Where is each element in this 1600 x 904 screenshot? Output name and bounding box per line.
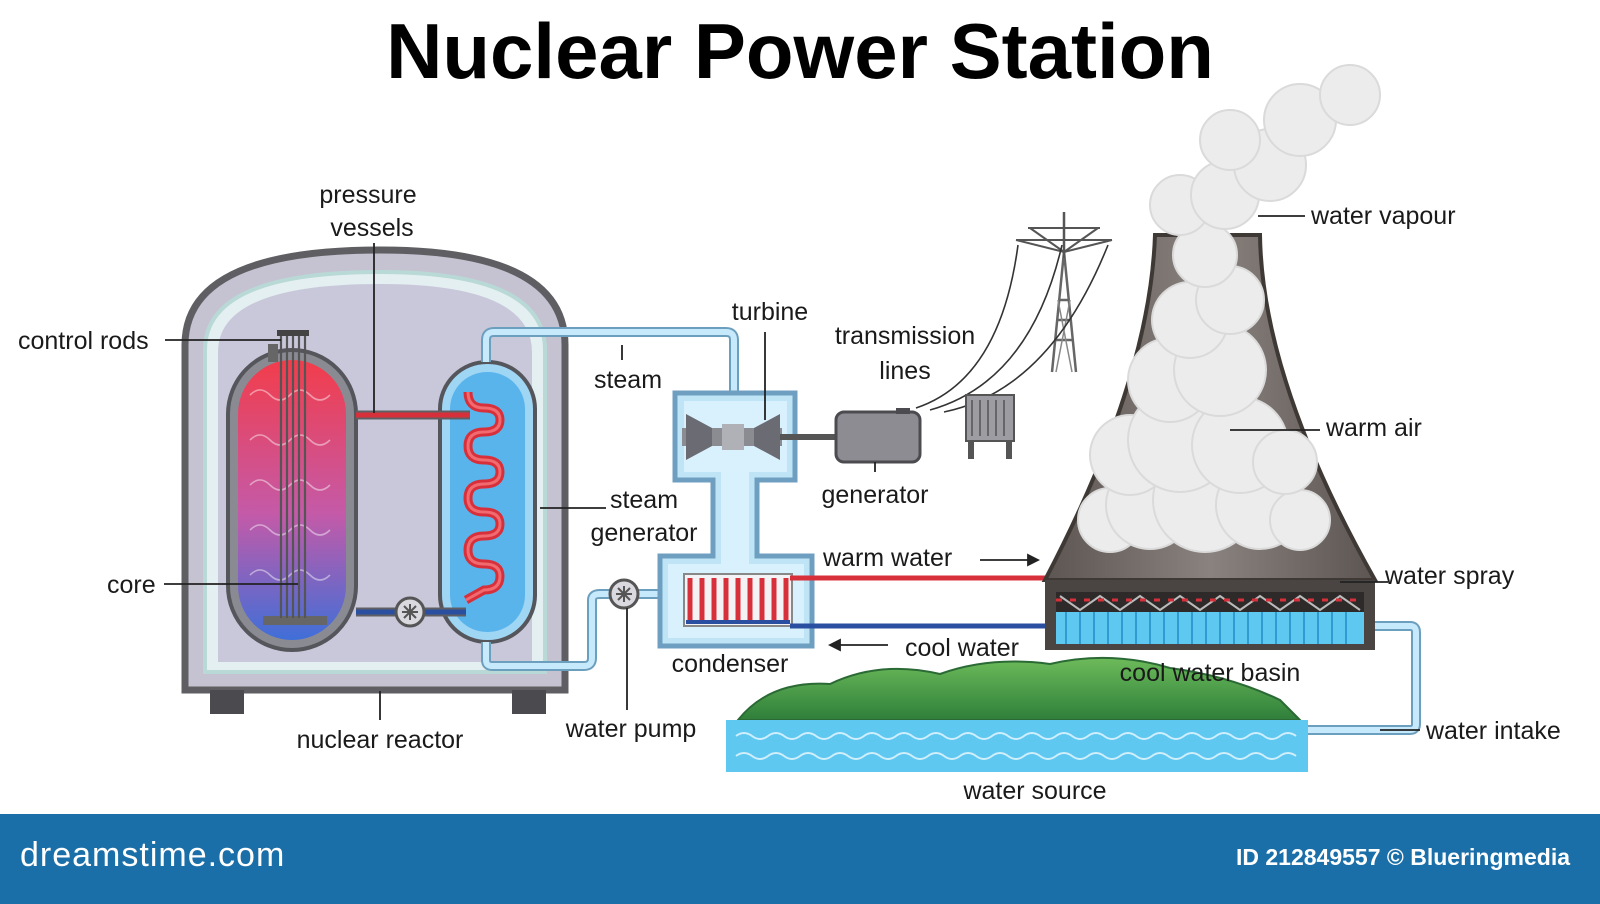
label-steam-generator-line1: steam [610, 486, 678, 514]
steam-pipe [481, 327, 739, 395]
leader-lines [164, 215, 1420, 731]
label-warm-water: warm water [822, 544, 952, 572]
steam-generator [438, 360, 537, 644]
label-cool-water-basin: cool water basin [1120, 659, 1301, 687]
label-turbine: turbine [732, 298, 808, 326]
footer-bar: dreamstime.com ID 212849557 © Blueringme… [0, 814, 1600, 904]
generator [834, 408, 922, 464]
label-transmission-lines-line1: transmission [835, 322, 975, 350]
control-rods [277, 330, 309, 618]
label-condenser: condenser [672, 650, 789, 678]
transmission-tower [1015, 212, 1113, 373]
cooling-pipes [790, 575, 1050, 629]
nuclear-power-station-diagram: Nuclear Power Station [18, 7, 1561, 805]
label-transmission-lines-line2: lines [879, 357, 930, 385]
label-pressure-vessels-line1: pressure [319, 181, 416, 209]
label-water-vapour: water vapour [1310, 202, 1456, 230]
steam-cloud [1077, 64, 1381, 553]
label-steam-generator-line2: generator [590, 519, 697, 547]
label-generator: generator [821, 481, 928, 509]
diagram-title: Nuclear Power Station [386, 7, 1214, 95]
flow-arrows [827, 553, 1041, 652]
water-source [726, 720, 1308, 772]
label-water-intake: water intake [1425, 717, 1561, 745]
primary-loop-pipes [356, 410, 470, 628]
label-water-spray: water spray [1384, 562, 1515, 590]
condenser-coil [683, 573, 793, 627]
diagram-labels: pressure vessels control rods core nucle… [18, 181, 1561, 805]
footer-brand[interactable]: dreamstime.com [20, 836, 286, 874]
return-water-pipe [481, 578, 665, 671]
label-control-rods: control rods [18, 327, 149, 355]
label-nuclear-reactor: nuclear reactor [297, 726, 464, 754]
transformer [965, 394, 1015, 459]
label-steam: steam [594, 366, 662, 394]
label-water-pump: water pump [565, 715, 697, 743]
label-core: core [107, 571, 156, 599]
label-pressure-vessels-line2: vessels [330, 214, 413, 242]
label-warm-air: warm air [1325, 414, 1422, 442]
footer-credit: ID 212849557 © Blueringmedia [1236, 844, 1570, 870]
hills [735, 656, 1303, 721]
label-water-source: water source [962, 777, 1106, 805]
turbine [682, 414, 838, 460]
label-cool-water: cool water [905, 634, 1019, 662]
